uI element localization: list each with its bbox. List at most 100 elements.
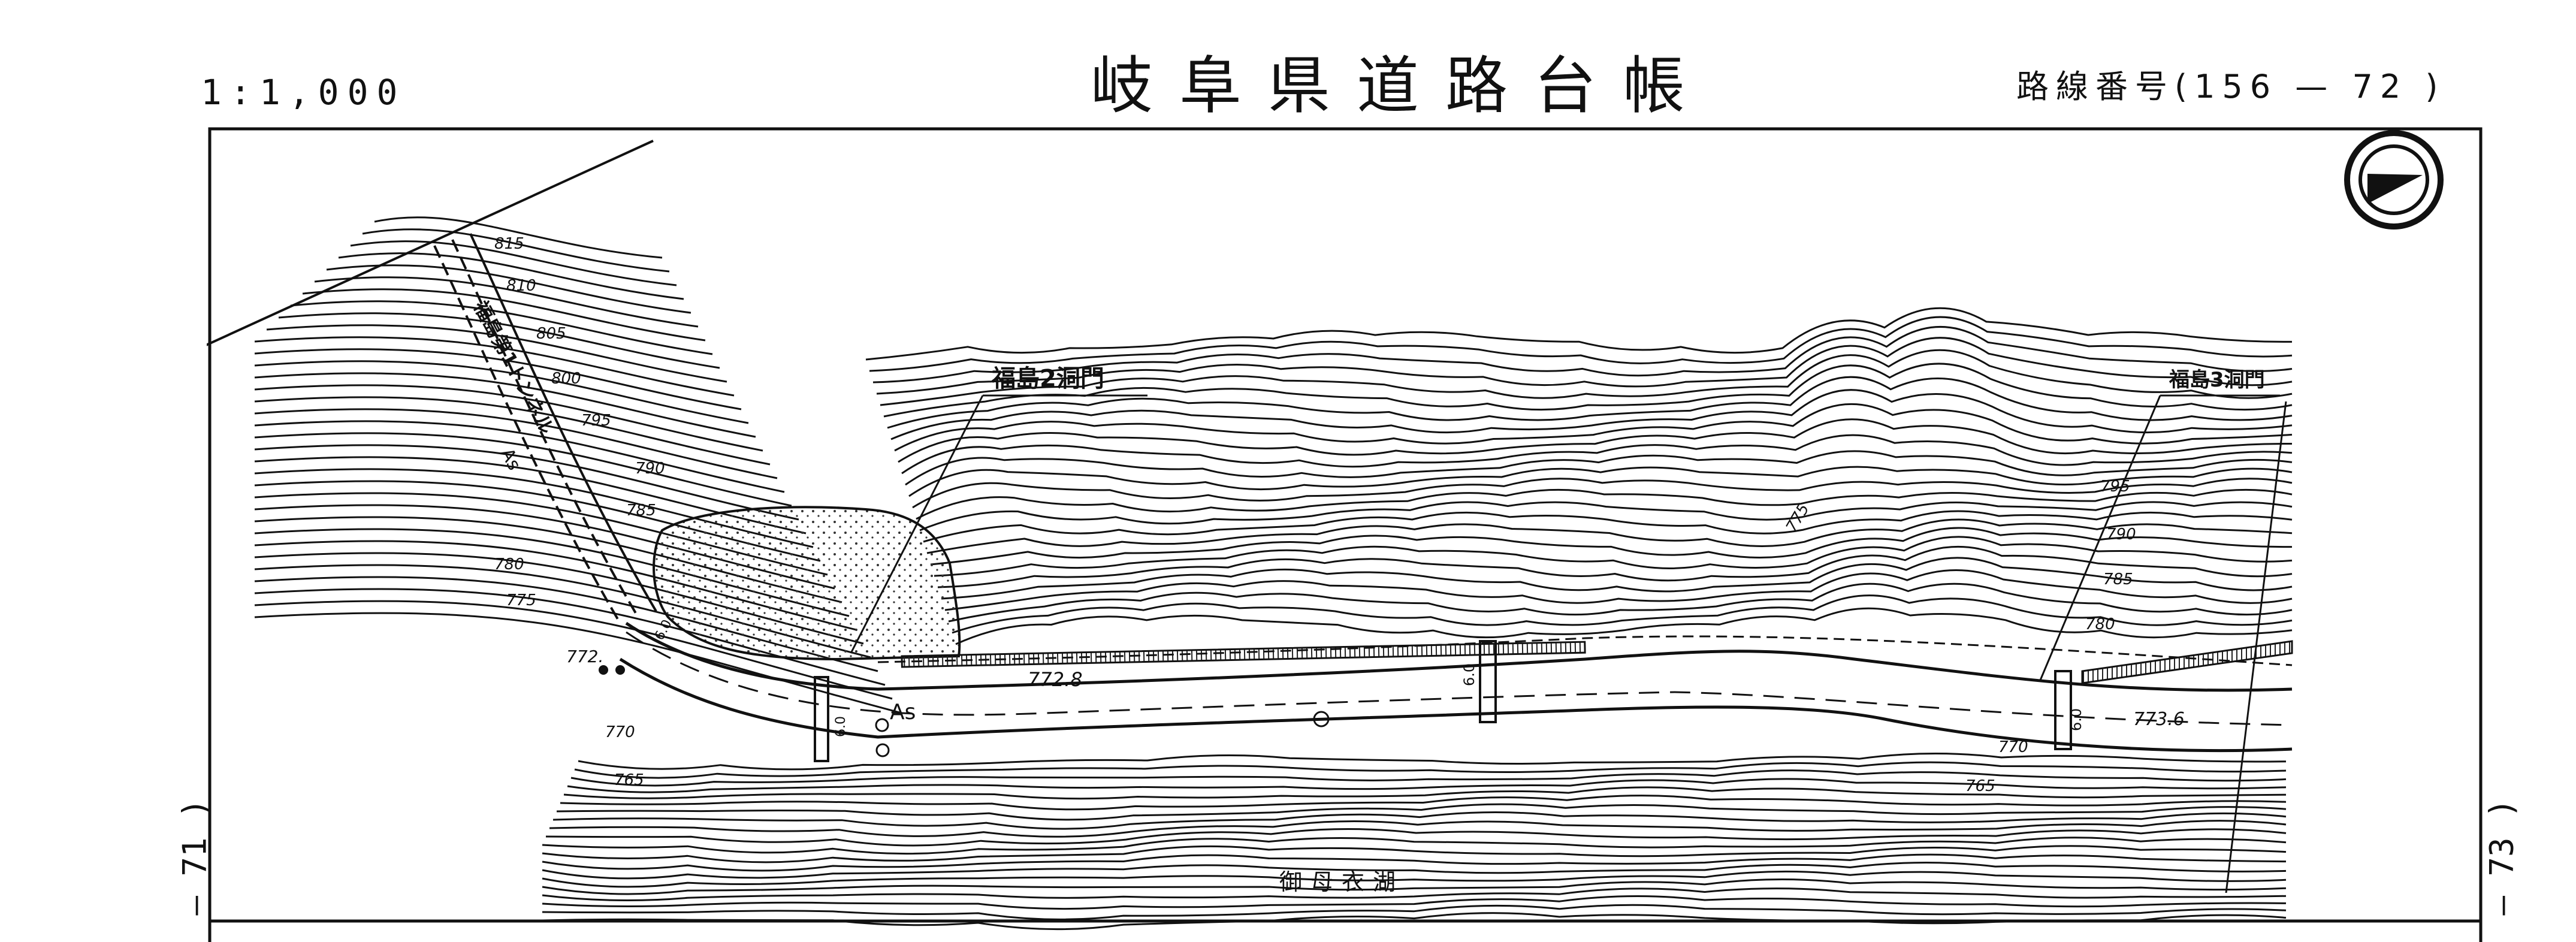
contour-line <box>542 904 2287 920</box>
portal-3-structure <box>1479 640 2072 750</box>
contour-line <box>542 887 2287 901</box>
portal-2-label: 福島2洞門 <box>991 365 1104 393</box>
contour-line <box>254 360 749 424</box>
road-width-label: 6.0 <box>1461 663 1478 686</box>
contour-line <box>290 300 713 355</box>
contour-line <box>570 769 2287 787</box>
contour-line <box>542 845 2287 864</box>
map-border <box>208 127 2483 942</box>
contour-line <box>374 216 663 259</box>
route-number: 路線番号(156 — 72 ) <box>2016 68 2445 105</box>
contour-line <box>552 811 2287 830</box>
contour-line <box>314 276 699 328</box>
contour-line <box>254 384 763 452</box>
contour-line <box>302 288 706 342</box>
contour-line <box>326 264 691 314</box>
contour-label: 775 <box>506 591 536 609</box>
contour-line <box>542 870 2287 888</box>
contour-line <box>254 348 742 410</box>
road-map: 福島2洞門 福島3洞門 福島第1トンネル 御母衣湖 As As 772.8 77… <box>207 127 2483 942</box>
contour-line <box>542 895 2287 910</box>
contour-line <box>254 336 735 397</box>
contour-line <box>872 326 2293 384</box>
portal-2-leader <box>850 395 984 654</box>
contour-label: 795 <box>581 412 611 430</box>
contour-line <box>542 837 2287 855</box>
contour-line <box>869 316 2293 372</box>
rock-fill-area <box>653 506 961 661</box>
portal-2-structure <box>814 676 829 762</box>
contour-line <box>912 478 2293 509</box>
map-title: 岐阜県道路台帳 <box>1091 49 1712 122</box>
upper-contour-lines <box>865 307 2293 645</box>
contour-line <box>923 510 2293 543</box>
contour-line <box>362 228 670 273</box>
contour-label: 775 <box>1783 501 1813 536</box>
tunnel-corridor <box>433 233 657 624</box>
lower-contour-lines <box>542 753 2287 931</box>
portal-3-label: 福島3洞門 <box>2169 368 2265 392</box>
contour-label: 795 <box>2100 478 2130 496</box>
survey-markers <box>599 665 1330 757</box>
contour-line <box>556 803 2287 821</box>
right-boundary-line <box>2225 401 2287 893</box>
right-wall-hatch <box>2081 640 2293 684</box>
contour-line <box>926 518 2293 554</box>
contour-line <box>887 376 2293 429</box>
contour-label: 810 <box>506 277 536 295</box>
contour-line <box>254 420 785 493</box>
contour-label: 780 <box>2085 615 2115 633</box>
contour-line <box>560 795 2287 811</box>
next-sheet-label: — 73 ) <box>2483 798 2521 916</box>
portal-3-leader <box>2039 395 2161 681</box>
contour-line <box>266 324 727 383</box>
contour-label: 790 <box>2106 526 2136 544</box>
contour-label: 770 <box>1998 738 2028 756</box>
contour-line <box>908 466 2293 497</box>
left-cliff-line <box>207 140 654 346</box>
contour-label: 805 <box>536 325 566 343</box>
spot-height-2: 773.6 <box>2133 709 2185 730</box>
contour-line <box>542 862 2287 880</box>
contour-line <box>542 853 2287 872</box>
contour-line <box>542 912 2287 931</box>
contour-line <box>549 820 2287 838</box>
contour-line <box>894 403 2293 452</box>
contour-line <box>254 396 771 466</box>
contour-line <box>937 545 2293 588</box>
contour-line <box>916 488 2293 520</box>
scale-label: 1:1,000 <box>201 72 406 113</box>
contour-line <box>254 444 799 521</box>
contour-line <box>944 569 2293 611</box>
road-edges <box>619 621 2293 753</box>
contour-line <box>563 786 2287 800</box>
contour-line <box>880 349 2293 406</box>
north-arrow-icon <box>2344 130 2444 230</box>
contour-line <box>934 536 2293 577</box>
surface-label-a: As <box>890 700 916 724</box>
contour-label: 770 <box>605 723 635 741</box>
contour-label: 765 <box>1965 777 1995 795</box>
contour-line <box>905 450 2293 486</box>
contour-label: 815 <box>494 235 524 253</box>
contour-line <box>930 527 2293 566</box>
contour-line <box>901 434 2293 475</box>
contour-label: 800 <box>551 370 581 388</box>
surface-label-b: As <box>496 445 525 473</box>
contour-label: 780 <box>494 555 524 573</box>
contour-line <box>948 582 2293 623</box>
contour-line <box>574 761 2287 779</box>
contour-line <box>254 432 792 507</box>
contour-line <box>578 753 2287 771</box>
contour-line <box>955 607 2293 645</box>
contour-line <box>941 557 2293 600</box>
contour-line <box>890 389 2293 440</box>
contour-line <box>898 418 2293 463</box>
contour-line <box>567 778 2287 793</box>
contour-label: 790 <box>635 460 665 478</box>
retaining-wall <box>901 641 1586 668</box>
spot-height-1: 772.8 <box>1028 668 1083 691</box>
contour-line <box>545 828 2287 847</box>
contour-label: 785 <box>2103 570 2133 588</box>
contour-label: 765 <box>614 771 644 789</box>
